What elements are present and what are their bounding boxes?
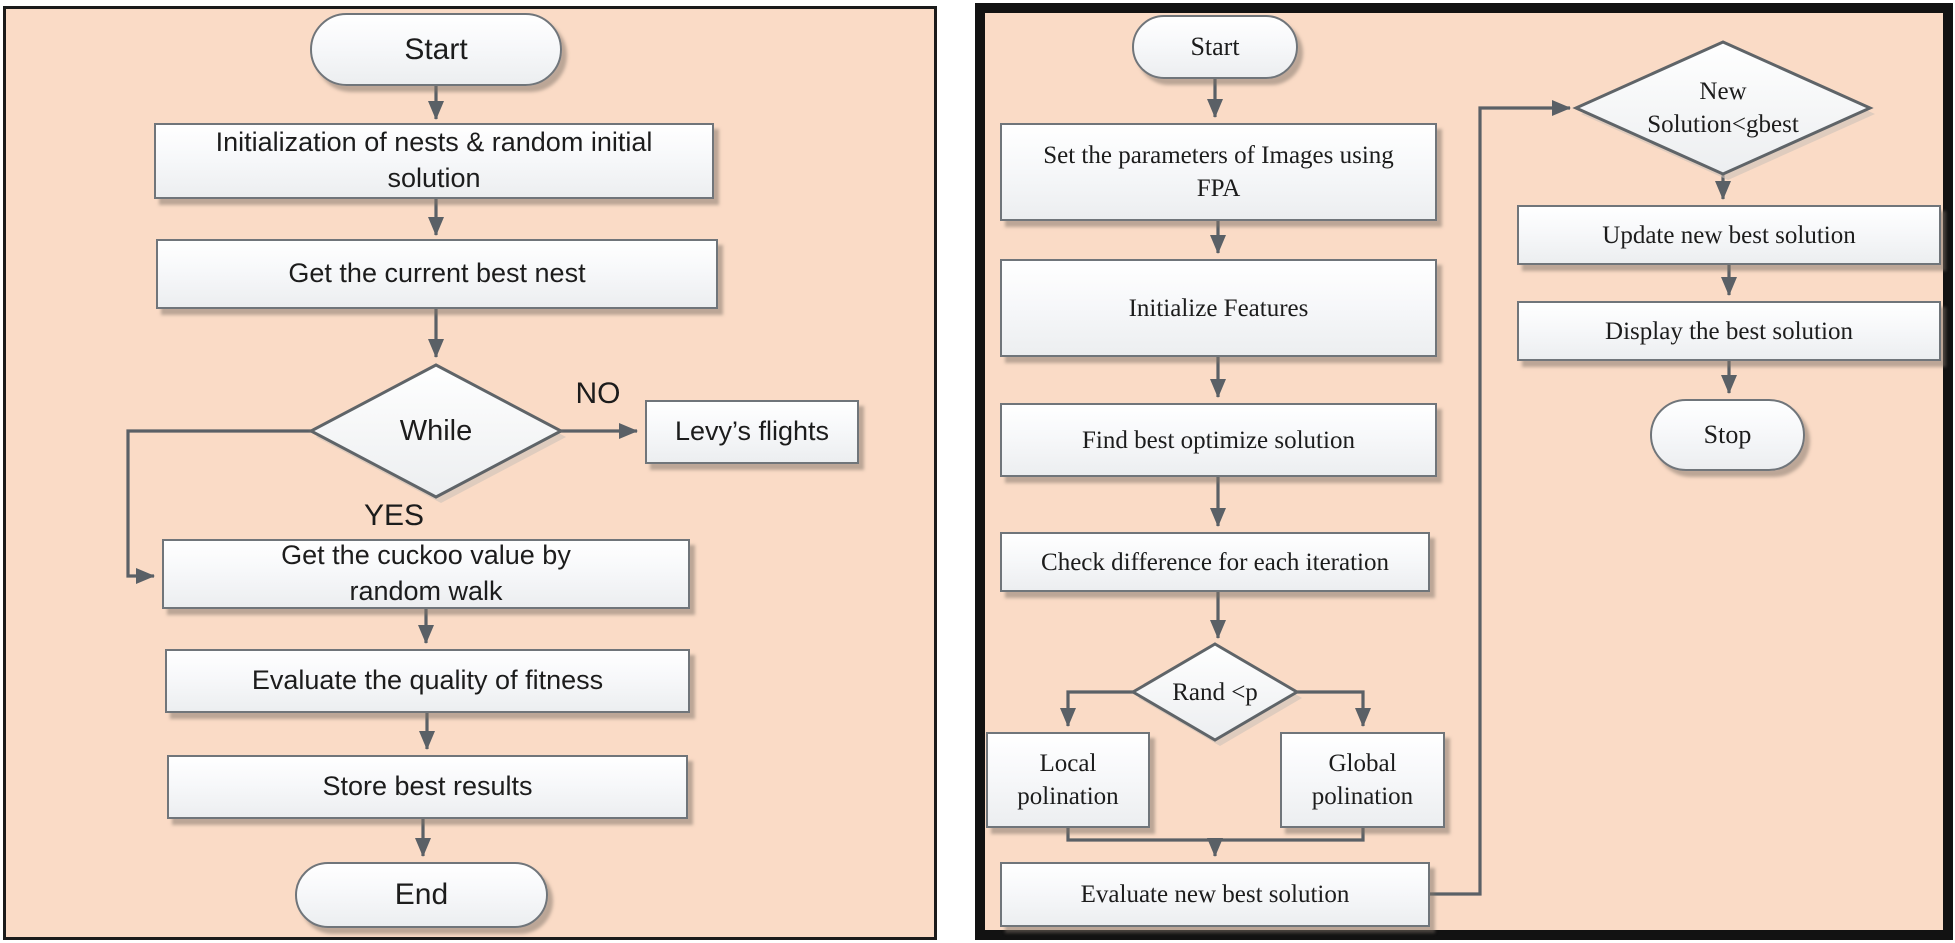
while-decision-text: While (311, 365, 561, 497)
evaluate-new-best-process: Evaluate new best solution (1000, 862, 1430, 927)
store-results-label: Store best results (322, 771, 533, 802)
rand-decision-text: Rand <p (1133, 644, 1297, 740)
update-best-solution-label: Update new best solution (1602, 221, 1856, 249)
left-start-terminator: Start (310, 13, 562, 86)
cuckoo-value-label: Get the cuckoo value by random walk (281, 540, 571, 606)
left-connectors (126, 86, 638, 857)
levy-flights-process: Levy’s flights (645, 400, 859, 464)
check-difference-label: Check difference for each iteration (1041, 548, 1389, 576)
evaluate-new-best-label: Evaluate new best solution (1080, 881, 1350, 908)
arrow-while-yes-loop-to-cuckoo (126, 429, 311, 584)
arrow-evaluate-feedback-to-newsolution (1430, 100, 1571, 896)
while-decision-diamond (307, 363, 565, 499)
newsolution-decision-diamond (1572, 40, 1874, 176)
right-stop-label: Stop (1703, 419, 1752, 449)
check-difference-process: Check difference for each iteration (1000, 532, 1430, 592)
initialize-features-label: Initialize Features (1128, 294, 1309, 322)
get-best-nest-process: Get the current best nest (156, 239, 718, 309)
init-nests-process: Initialization of nests & random initial… (154, 123, 714, 199)
evaluate-fitness-process: Evaluate the quality of fitness (165, 649, 690, 713)
while-label: While (399, 414, 473, 447)
cuckoo-flowchart-panel: Start Initialization of nests & random i… (3, 6, 937, 940)
display-best-solution-label: Display the best solution (1605, 317, 1853, 345)
local-polination-label: Local polination (1017, 750, 1119, 810)
right-start-label: Start (1190, 31, 1240, 61)
global-polination-label: Global polination (1311, 750, 1414, 810)
local-polination-process: Local polination (986, 732, 1150, 828)
newsolution-decision-text: New Solution<gbest (1576, 42, 1870, 174)
left-start-label: Start (404, 32, 468, 66)
left-end-label: End (394, 878, 449, 912)
update-best-solution-process: Update new best solution (1517, 205, 1941, 265)
levy-flights-label: Levy’s flights (674, 416, 830, 447)
cuckoo-value-process: Get the cuckoo value by random walk (162, 539, 690, 609)
arrow-rand-to-global (1297, 690, 1371, 727)
no-branch-label: NO (575, 377, 621, 410)
init-nests-label: Initialization of nests & random initial… (215, 127, 653, 193)
find-best-solution-label: Find best optimize solution (1082, 426, 1355, 454)
right-start-terminator: Start (1132, 15, 1298, 79)
right-stop-terminator: Stop (1650, 399, 1805, 471)
display-best-solution-process: Display the best solution (1517, 301, 1941, 361)
rand-label: Rand <p (1172, 678, 1258, 706)
right-connectors (1060, 40, 1875, 896)
set-parameters-label: Set the parameters of Images using FPA (1043, 142, 1394, 202)
rand-decision-diamond (1130, 642, 1300, 742)
arrow-rand-to-local (1060, 690, 1133, 727)
merge-local-global (1066, 828, 1365, 842)
newsolution-label: New Solution<gbest (1647, 78, 1799, 138)
find-best-solution-process: Find best optimize solution (1000, 403, 1437, 477)
global-polination-process: Global polination (1280, 732, 1445, 828)
initialize-features-process: Initialize Features (1000, 259, 1437, 357)
get-best-nest-label: Get the current best nest (288, 258, 586, 289)
left-end-terminator: End (295, 862, 548, 928)
fpa-flowchart-panel: Start Set the parameters of Images using… (975, 3, 1953, 940)
evaluate-fitness-label: Evaluate the quality of fitness (251, 665, 604, 696)
set-parameters-process: Set the parameters of Images using FPA (1000, 123, 1437, 221)
yes-branch-label: YES (363, 499, 425, 532)
store-results-process: Store best results (167, 755, 688, 819)
